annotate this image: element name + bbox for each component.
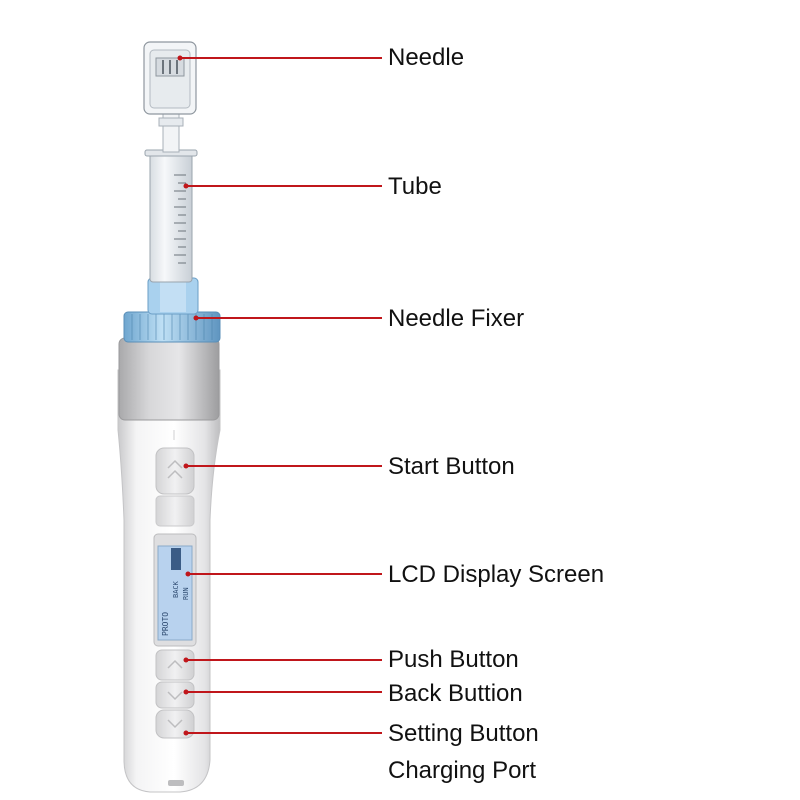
label-needle: Needle: [388, 44, 465, 71]
push-button[interactable]: [155, 649, 195, 681]
lcd-line-2: BACK: [172, 580, 180, 598]
needle-fixer: [123, 277, 221, 343]
charging-port: [168, 780, 184, 786]
start-button[interactable]: [155, 447, 195, 495]
lcd-display: PROTO BACK RUN: [153, 533, 197, 647]
label-start-button: Start Button: [388, 453, 515, 480]
button-spacer: [155, 495, 195, 527]
lcd-line-3: RUN: [182, 587, 190, 600]
label-lcd-display-screen: LCD Display Screen: [388, 561, 605, 588]
tube: [144, 111, 198, 283]
metal-collar: [118, 337, 220, 421]
label-needle-fixer: Needle Fixer: [388, 305, 525, 332]
lcd-line-1: PROTO: [161, 612, 170, 636]
back-button[interactable]: [155, 681, 195, 709]
label-charging-port: Charging Port: [388, 757, 537, 784]
label-setting-button: Setting Button: [388, 720, 539, 747]
label-back-button: Back Buttion: [388, 680, 523, 707]
leader-lines: [180, 57, 382, 734]
label-tube: Tube: [388, 173, 442, 200]
label-push-button: Push Button: [388, 646, 519, 673]
leader-dots: [177, 55, 199, 736]
needle-cap: [143, 41, 197, 115]
